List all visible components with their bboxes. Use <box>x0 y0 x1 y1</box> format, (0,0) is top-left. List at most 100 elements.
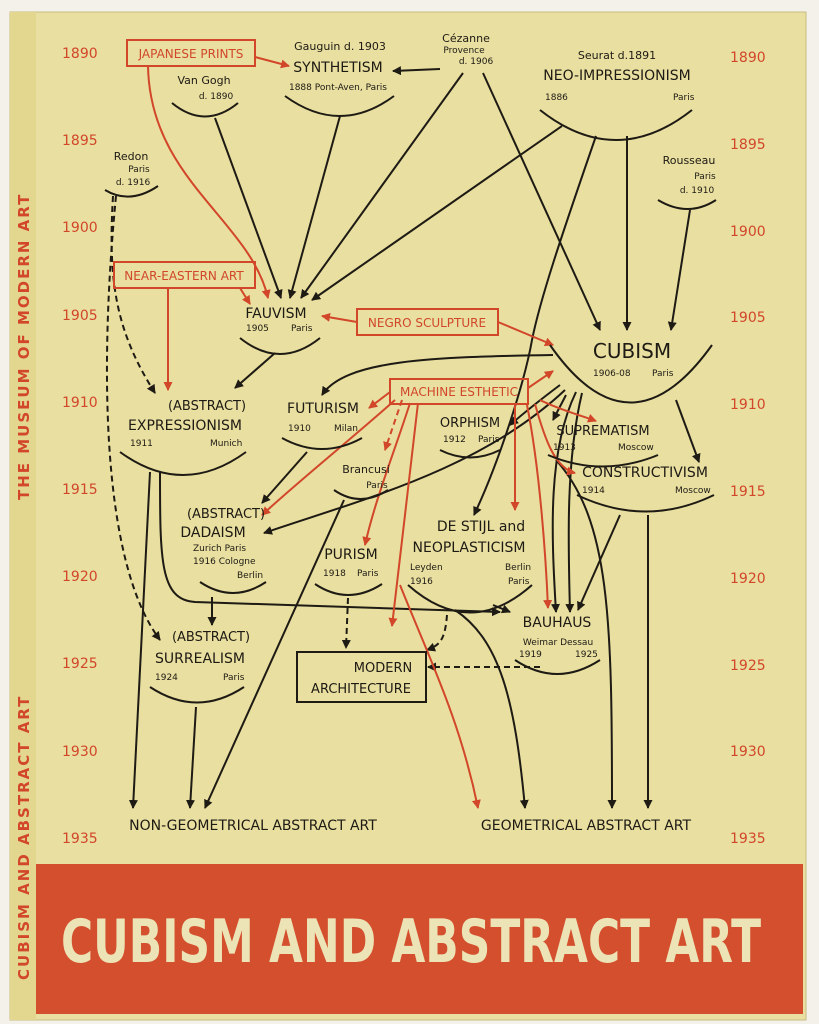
year-label-right: 1890 <box>730 50 766 66</box>
arrow-cubism-bauhaus-b <box>565 392 583 613</box>
vangogh-death: d. 1890 <box>199 92 234 102</box>
dadaism-title: DADAISM <box>180 525 245 541</box>
red-machine-geometrical <box>399 584 481 809</box>
bauhaus-cities: Weimar Dessau <box>523 638 593 648</box>
purism-place: Paris <box>357 569 379 579</box>
arc-purism <box>314 583 383 596</box>
japanese-prints-label: JAPANESE PRINTS <box>138 47 244 61</box>
destijl-city1: Leyden <box>410 563 443 573</box>
arrow-destijl-bauhaus <box>492 604 511 614</box>
arrow-futurism-dadaism <box>261 451 308 504</box>
arc-synthetism <box>284 95 395 117</box>
gauguin-label: Gauguin d. 1903 <box>294 40 386 53</box>
bauhaus-year2: 1925 <box>575 650 598 660</box>
constructivism-year: 1914 <box>582 486 605 496</box>
expressionism-place: Munich <box>210 439 242 449</box>
expressionism-year: 1911 <box>130 439 153 449</box>
red-dashed-machine-brancusi <box>383 399 403 451</box>
machine-esthetic-label: MACHINE ESTHETIC <box>400 385 518 399</box>
arrow-destijl-geometrical <box>454 609 529 809</box>
arc-expressionism <box>119 451 247 476</box>
arc-suprematism <box>547 454 659 468</box>
black-arrows <box>128 66 701 809</box>
arc-neo <box>539 109 693 141</box>
node-arcs <box>104 95 717 704</box>
modern-architecture-line1: MODERN <box>354 661 412 676</box>
suprematism-year: 1913 <box>553 443 576 453</box>
suprematism-place: Moscow <box>618 443 654 453</box>
dashed-destijl-architecture <box>426 614 448 652</box>
year-label-left: 1890 <box>62 46 98 62</box>
surrealism-prefix: (ABSTRACT) <box>172 630 250 645</box>
expressionism-prefix: (ABSTRACT) <box>168 399 246 414</box>
arc-brancusi <box>333 489 389 500</box>
orphism-year: 1912 <box>443 435 466 445</box>
red-negro-cubism <box>497 321 554 347</box>
arc-orphism <box>439 449 501 459</box>
modern-architecture-line2: ARCHITECTURE <box>311 682 411 697</box>
brancusi-name: Brancusi <box>342 463 390 476</box>
redon-name: Redon <box>114 150 149 163</box>
spine-top-text: THE MUSEUM OF MODERN ART <box>15 193 33 500</box>
arc-redon <box>104 185 159 198</box>
dadaism-prefix: (ABSTRACT) <box>187 507 265 522</box>
red-machine-constructivism <box>534 403 576 476</box>
red-dashed-arrows <box>383 399 403 451</box>
spine-bottom-text: CUBISM AND ABSTRACT ART <box>15 695 33 980</box>
futurism-title: FUTURISM <box>287 401 359 417</box>
year-label-left: 1895 <box>62 133 98 149</box>
rousseau-death: d. 1910 <box>680 186 715 196</box>
red-japanese-synthetism <box>254 56 290 69</box>
arrow-expressionism-nongeometrical <box>128 471 151 809</box>
arrow-cubism-futurism <box>321 354 554 396</box>
red-arrows <box>147 56 597 809</box>
arrow-fauvism-expressionism <box>234 352 276 389</box>
arrow-cezanne-synthetism <box>392 66 441 76</box>
redon-death: d. 1916 <box>116 178 151 188</box>
year-label-right: 1910 <box>730 397 766 413</box>
year-label-right: 1920 <box>730 571 766 587</box>
orphism-title: ORPHISM <box>440 416 500 431</box>
arc-surrealism <box>149 686 245 704</box>
non-geometrical-label: NON-GEOMETRICAL ABSTRACT ART <box>129 818 377 834</box>
red-machine-suprematism <box>539 399 597 423</box>
cover-paper <box>9 11 807 1021</box>
red-machine-futurism <box>368 391 391 409</box>
redon-place: Paris <box>128 165 150 175</box>
arrow-constructivism-bauhaus <box>577 514 621 611</box>
year-label-right: 1915 <box>730 484 766 500</box>
negro-sculpture-box <box>356 308 499 336</box>
arc-destijl <box>407 584 533 614</box>
near-eastern-art-label: NEAR-EASTERN ART <box>124 269 244 283</box>
japanese-prints-box <box>126 39 256 67</box>
purism-year: 1918 <box>323 569 346 579</box>
arrow-synthetism-fauvism <box>287 115 341 299</box>
near-eastern-art-box <box>113 261 256 289</box>
year-label-left: 1900 <box>62 220 98 236</box>
arrow-rousseau-cubism <box>667 209 691 331</box>
year-label-left: 1925 <box>62 656 98 672</box>
year-label-left: 1905 <box>62 308 98 324</box>
surrealism-title: SURREALISM <box>155 651 245 667</box>
cezanne-death: d. 1906 <box>459 57 494 67</box>
year-label-left: 1920 <box>62 569 98 585</box>
arc-futurism <box>281 437 363 450</box>
red-machine-dadaism <box>261 399 396 516</box>
arc-dadaism <box>199 581 267 594</box>
futurism-year: 1910 <box>288 424 311 434</box>
cubism-place: Paris <box>652 369 674 379</box>
year-label-right: 1895 <box>730 137 766 153</box>
cubism-title: CUBISM <box>593 339 671 363</box>
cezanne-name: Cézanne <box>442 32 490 45</box>
book-title: CUBISM AND ABSTRACT ART <box>61 907 761 977</box>
red-japanese-fauvism <box>147 65 271 299</box>
arc-cubism <box>549 344 713 404</box>
constructivism-place: Moscow <box>675 486 711 496</box>
arrow-cubism-constructivism <box>675 399 701 463</box>
arrow-cubism-geometrical <box>555 459 617 809</box>
synthetism-detail: 1888 Pont-Aven, Paris <box>289 83 387 93</box>
surrealism-year: 1924 <box>155 673 178 683</box>
